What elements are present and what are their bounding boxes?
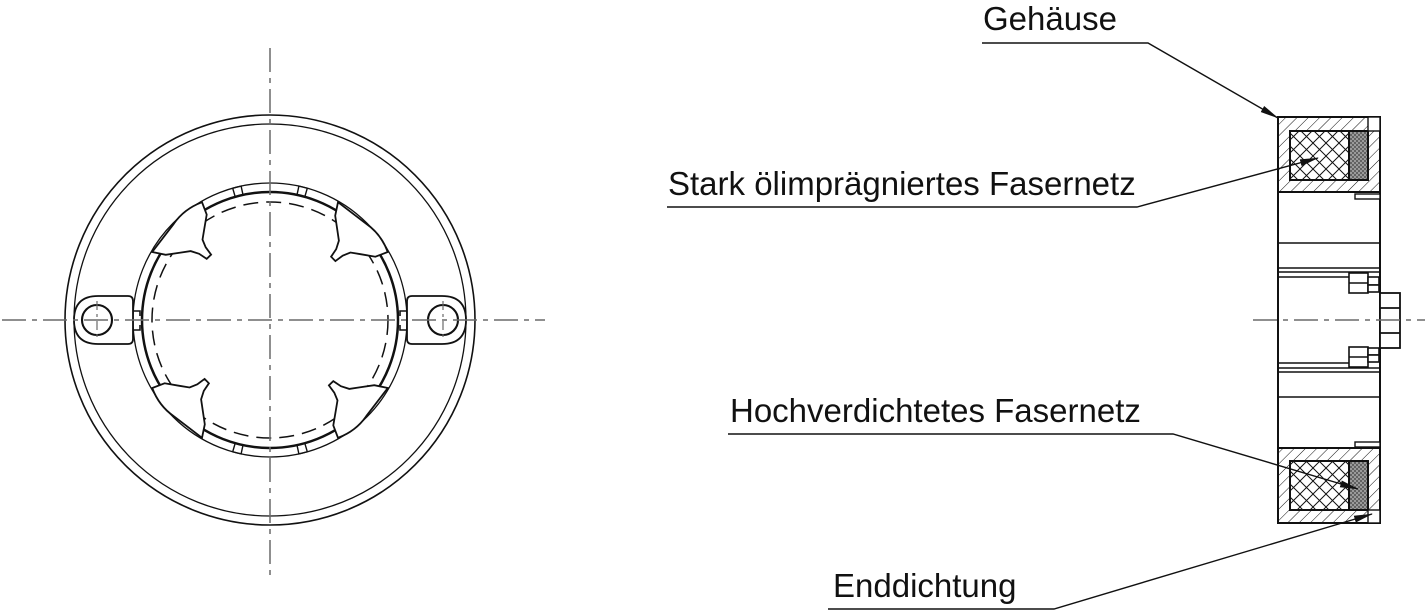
end-seal-lip-top: [1367, 116, 1381, 132]
leader-end-seal: [828, 513, 1373, 610]
retaining-tab-nw: [151, 201, 213, 260]
seal-block-top: [1277, 116, 1381, 200]
label-high-density-fiber: Hochverdichtetes Fasernetz: [730, 392, 1141, 429]
leader-dense-fiber: [728, 433, 1359, 490]
label-housing: Gehäuse: [983, 0, 1117, 37]
internal-edges: [1278, 242, 1380, 398]
leader-oil-fiber: [667, 157, 1319, 208]
callout-labels: Gehäuse Stark ölimprägniertes Fasernetz …: [668, 0, 1141, 604]
retaining-tab-sw: [151, 377, 210, 439]
seal-block-bottom: [1277, 441, 1381, 524]
latch-detail-upper: [1348, 272, 1380, 294]
retaining-tab-ne: [330, 201, 389, 263]
leader-lines: [667, 42, 1373, 610]
leader-housing: [982, 42, 1279, 119]
retaining-tab-se: [327, 380, 389, 439]
label-oil-impregnated-fiber: Stark ölimprägniertes Fasernetz: [668, 165, 1136, 202]
dense-fiber-band-bottom: [1348, 460, 1369, 511]
latch-detail-lower: [1348, 346, 1380, 368]
end-seal-lip-bottom: [1367, 509, 1381, 524]
retainer-ledge-top: [1354, 193, 1381, 200]
dense-fiber-band-top: [1348, 130, 1369, 181]
centerlines: [2, 48, 1425, 575]
retainer-ledge-bottom: [1354, 441, 1381, 448]
label-end-seal: Enddichtung: [833, 567, 1016, 604]
